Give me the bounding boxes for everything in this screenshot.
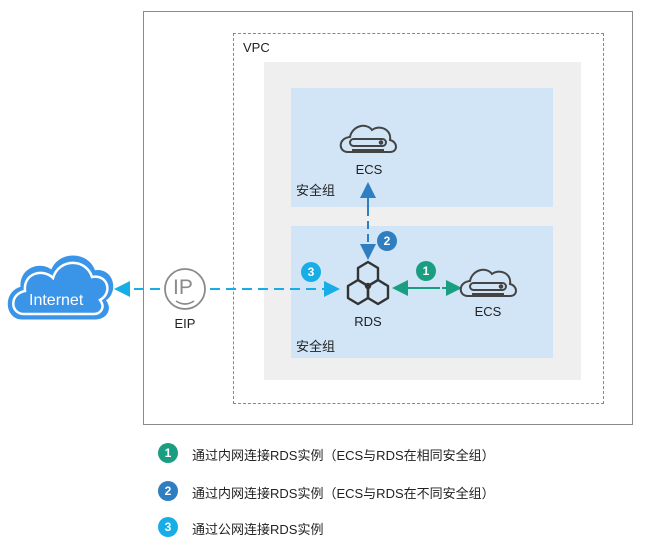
ecs-right-label: ECS bbox=[474, 304, 502, 319]
ecs-top-icon bbox=[339, 124, 397, 153]
legend-text-2: 通过内网连接RDS实例（ECS与RDS在不同安全组） bbox=[192, 486, 495, 501]
security-group-bottom-label: 安全组 bbox=[296, 339, 336, 354]
ecs-right-icon bbox=[459, 268, 517, 297]
eip-glyph: IP bbox=[173, 276, 193, 299]
vpc-label: VPC bbox=[243, 40, 270, 55]
legend-badge-3: 3 bbox=[158, 517, 178, 537]
vpc-boundary bbox=[233, 33, 604, 404]
rds-icon bbox=[346, 260, 390, 306]
route-3-badge: 3 bbox=[301, 262, 321, 282]
ecs-top-label: ECS bbox=[355, 162, 383, 177]
legend-badge-2: 2 bbox=[158, 481, 178, 501]
eip-label: EIP bbox=[174, 316, 196, 331]
rds-label: RDS bbox=[354, 314, 382, 329]
route-1-badge: 1 bbox=[416, 261, 436, 281]
legend-badge-1: 1 bbox=[158, 443, 178, 463]
security-group-top-label: 安全组 bbox=[296, 183, 336, 198]
route-2-badge: 2 bbox=[377, 231, 397, 251]
eip-icon bbox=[164, 268, 206, 310]
security-group-top bbox=[291, 88, 553, 207]
legend-text-1: 通过内网连接RDS实例（ECS与RDS在相同安全组） bbox=[192, 448, 495, 463]
cloud-region-box bbox=[143, 11, 633, 425]
legend-text-3: 通过公网连接RDS实例 bbox=[192, 522, 324, 537]
internet-label: Internet bbox=[29, 292, 84, 309]
internet-cloud-icon bbox=[7, 255, 114, 320]
